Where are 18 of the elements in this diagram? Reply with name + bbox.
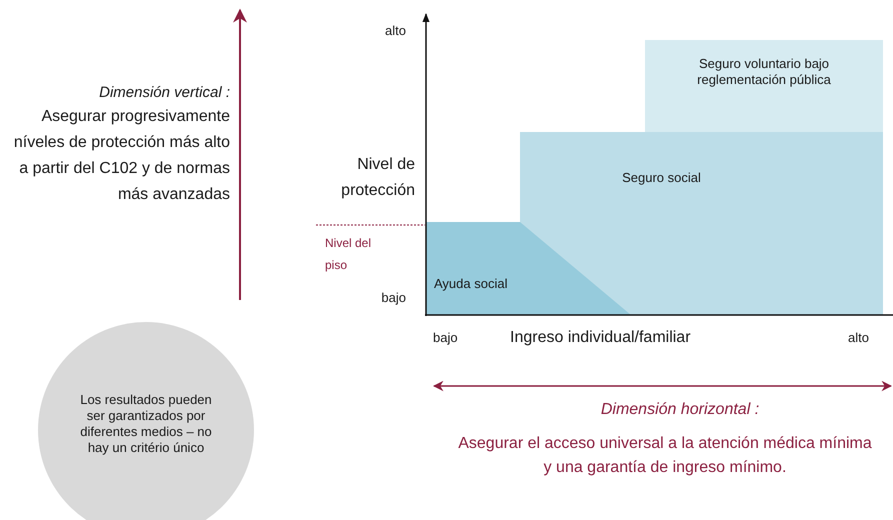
dimension-description: Asegurar progresivamente níveles de protección más alto a partir del C102 y de normas más avanzadas <box>12 107 230 205</box>
coverage-area <box>426 222 631 315</box>
axis-tick-label: alto <box>848 330 870 346</box>
axis-tick-label: alto <box>384 23 406 39</box>
axis-tick-label: bajo <box>433 330 459 346</box>
axis-title: Nivel de protección <box>340 155 415 201</box>
coverage-area <box>520 132 883 315</box>
floor-level-label: Nivel del piso <box>325 235 372 274</box>
dimension-description: Asegurar el acceso universal a la atención médica mínima y una garantía de ingreso mínimo. <box>457 434 873 478</box>
area-label: Seguro voluntario bajo reglementación pública <box>696 56 832 88</box>
area-label: Ayuda social <box>433 276 508 292</box>
dimension-heading: Dimensión horizontal : <box>600 400 760 420</box>
area-label: Seguro social <box>622 170 701 186</box>
axis-tick-label: bajo <box>380 290 406 306</box>
area-label: Los resultados pueden ser garantizados por diferentes medios – no hay un critério único <box>79 392 213 456</box>
axis-title: Ingreso individual/familiar <box>510 328 692 348</box>
coverage-area <box>645 40 883 132</box>
dimension-heading: Dimensión vertical : <box>98 83 230 103</box>
